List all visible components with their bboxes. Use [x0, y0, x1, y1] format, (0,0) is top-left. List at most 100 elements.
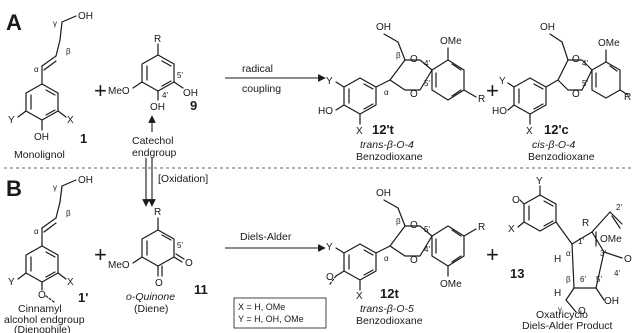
label-beta: β: [66, 47, 71, 56]
stereo-label-12t: trans-β-O-5: [360, 303, 414, 315]
atom-o: O: [572, 89, 580, 100]
label-5-prime: 5': [177, 241, 183, 250]
structure-cinnamyl: [17, 179, 77, 303]
atom-r: R: [478, 94, 485, 105]
structure-12pc: [507, 33, 629, 125]
atom-o: O: [572, 54, 580, 65]
atom-o: O: [38, 290, 46, 301]
panel-label-a: A: [6, 10, 22, 35]
compound-number-1: 1: [80, 131, 87, 146]
plus-sign: +: [486, 78, 499, 103]
compound-name-monolignol: Monolignol: [14, 149, 65, 161]
structure-oxatricyclo: [517, 185, 623, 313]
atom-y: Y: [326, 242, 333, 253]
compound-number-12pc: 12'c: [544, 122, 569, 137]
compound-name-cinnamyl-1: Cinnamyl: [18, 303, 62, 315]
label-5-prime: 5': [596, 275, 602, 284]
atom-o: O: [155, 278, 163, 289]
label-5-prime: 5': [424, 225, 430, 234]
label-5-prime: 5': [424, 79, 430, 88]
legend-box: [233, 297, 327, 329]
label-alpha: α: [34, 65, 39, 74]
label-alpha: α: [384, 88, 389, 97]
compound-name-13-1: Oxatricyclo: [536, 309, 588, 321]
legend-line-y: Y = H, OH, OMe: [238, 314, 304, 324]
compound-number-13: 13: [510, 266, 524, 281]
atom-ho: HO: [318, 106, 333, 117]
compound-sub-quinone: (Diene): [134, 303, 168, 315]
compound-name-12pc: Benzodioxane: [528, 151, 595, 163]
arrow-label-coupling: coupling: [242, 83, 281, 95]
label-beta: β: [396, 217, 401, 226]
atom-oh: OH: [78, 175, 93, 186]
label-5-prime: 5': [177, 71, 183, 80]
atom-r: R: [478, 222, 485, 233]
label-gamma: γ: [558, 305, 562, 314]
compound-name-catechol-1: Catechol: [132, 135, 173, 147]
atom-oh: OH: [376, 188, 391, 199]
compound-name-quinone: o-Quinone: [126, 291, 175, 303]
label-4-prime: 4': [162, 91, 168, 100]
atom-y: Y: [536, 176, 543, 187]
compound-name-cinnamyl-2: alcohol endgroup: [4, 314, 85, 326]
atom-o: O: [410, 220, 418, 231]
atom-r: R: [154, 34, 161, 45]
label-4-prime: 4': [424, 59, 430, 68]
atom-o: O: [578, 306, 586, 317]
label-4-prime: 4': [614, 269, 620, 278]
compound-number-12pt: 12't: [372, 122, 395, 137]
stereo-label-12pc: cis-β-O-4: [532, 139, 575, 151]
atom-o: O: [326, 272, 334, 283]
label-beta: β: [66, 209, 71, 218]
atom-oh: OH: [78, 11, 93, 22]
atom-ome: OMe: [600, 234, 622, 245]
label-beta: β: [396, 51, 401, 60]
structure-12t: [329, 199, 477, 291]
plus-sign: +: [94, 78, 107, 103]
atom-oh: OH: [183, 88, 198, 99]
atom-ome: OMe: [598, 38, 620, 49]
label-3-prime: 3': [600, 249, 606, 258]
atom-x: X: [67, 115, 74, 126]
atom-o: O: [185, 258, 193, 269]
atom-r: R: [582, 218, 589, 229]
label-5-prime: 5': [582, 79, 588, 88]
compound-number-12t: 12t: [380, 286, 399, 301]
compound-name-13-2: Diels-Alder Product: [522, 320, 613, 332]
atom-o: O: [512, 195, 520, 206]
compound-number-9: 9: [190, 98, 197, 113]
compound-name-cinnamyl-3: (Dienophile): [14, 324, 71, 333]
atom-y: Y: [8, 115, 15, 126]
atom-ome: OMe: [440, 36, 462, 47]
compound-number-11: 11: [194, 282, 208, 297]
label-2-prime: 2': [616, 203, 622, 212]
label-4-prime: 4': [582, 59, 588, 68]
atom-oh: OH: [150, 102, 165, 113]
atom-y: Y: [8, 277, 15, 288]
atom-oh: OH: [34, 132, 49, 143]
label-alpha: α: [34, 227, 39, 236]
label-1-prime: 1': [578, 237, 584, 246]
compound-name-12t: Benzodioxane: [356, 315, 423, 327]
atom-ome: OMe: [440, 279, 462, 290]
atom-h: H: [554, 254, 561, 265]
legend-line-x: X = H, OMe: [238, 302, 285, 312]
label-beta: β: [566, 275, 571, 284]
atom-oh: OH: [376, 22, 391, 33]
atom-x: X: [526, 126, 533, 137]
atom-oh: OH: [604, 296, 619, 307]
atom-x: X: [356, 291, 363, 302]
structure-monolignol: [17, 15, 77, 131]
structure-12pt: [335, 33, 477, 125]
label-alpha: α: [566, 249, 571, 258]
atom-y: Y: [499, 76, 506, 87]
plus-sign: +: [486, 242, 499, 267]
compound-number-1p: 1': [78, 290, 88, 305]
atom-r: R: [624, 92, 631, 103]
structure-quinone: [132, 217, 185, 277]
compound-name-catechol-2: endgroup: [132, 147, 177, 159]
atom-ho: HO: [492, 106, 507, 117]
atom-x: X: [67, 277, 74, 288]
compound-name-12pt: Benzodioxane: [356, 151, 423, 163]
